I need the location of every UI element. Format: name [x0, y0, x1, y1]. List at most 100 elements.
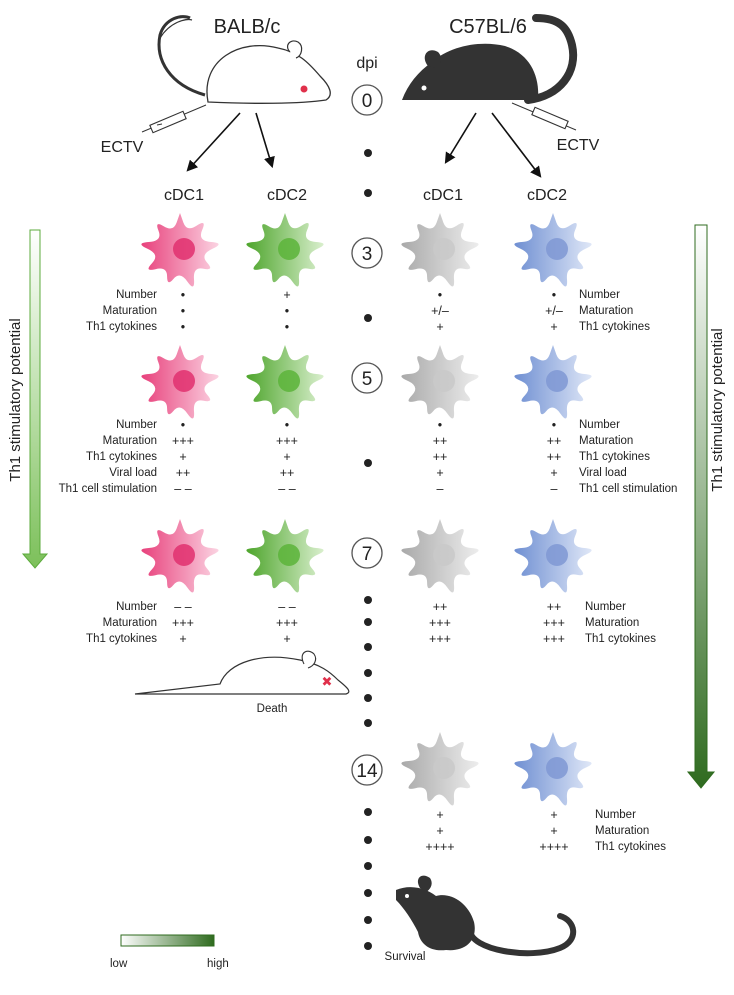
legend-high-label: high — [207, 958, 229, 970]
right-row-label: Number — [585, 601, 626, 613]
value-balb-c2: +++ — [276, 434, 298, 448]
timeline-dot — [364, 618, 372, 626]
value-c57-c1: ++++ — [425, 840, 454, 854]
left-row-label: Viral load — [109, 467, 157, 479]
left-row-label: Th1 cell stimulation — [59, 483, 157, 495]
balbc-syringe — [141, 104, 207, 134]
left-row-label: Maturation — [103, 617, 157, 629]
left-row-label: Th1 cytokines — [86, 633, 157, 645]
timeline-dot — [364, 669, 372, 677]
value-c57-c2: • — [552, 288, 556, 302]
value-c57-c1: • — [438, 418, 442, 432]
right-row-label: Number — [595, 809, 636, 821]
left-side-label: Th1 stimulatory potential — [7, 318, 24, 481]
day-label-0: 0 — [362, 91, 373, 112]
right-side-label: Th1 stimulatory potential — [709, 328, 726, 491]
strain-title-c57bl6: C57BL/6 — [449, 16, 527, 38]
right-row-label: Th1 cell stimulation — [579, 483, 677, 495]
arrow-c57-cdc1 — [444, 112, 477, 164]
value-c57-c2: + — [550, 824, 557, 838]
value-balb-c1: • — [181, 320, 185, 334]
value-c57-c1: – — [437, 482, 444, 496]
value-balb-c2: – – — [278, 600, 295, 614]
value-c57-c2: + — [550, 808, 557, 822]
value-c57-c2: + — [550, 466, 557, 480]
ectv-label-left: ECTV — [101, 139, 144, 156]
left-th1-potential-arrow — [21, 229, 49, 569]
survival-mouse-illustration — [396, 875, 577, 957]
left-row-label: Number — [116, 289, 157, 301]
header-balbc-cdc1: cDC1 — [164, 187, 204, 204]
value-c57-c1: + — [436, 824, 443, 838]
value-c57-c1: + — [436, 466, 443, 480]
timeline-dot — [364, 314, 372, 322]
value-balb-c1: • — [181, 304, 185, 318]
value-balb-c2: • — [285, 418, 289, 432]
balbc-cdc2-cell — [246, 345, 324, 419]
day-label-14: 14 — [356, 761, 378, 782]
timeline-dot — [364, 862, 372, 870]
dpi-label: dpi — [356, 55, 377, 72]
right-row-label: Maturation — [585, 617, 639, 629]
timeline-dot — [364, 149, 372, 157]
c57-cdc1-cell — [401, 345, 479, 419]
value-balb-c2: – – — [278, 482, 295, 496]
timeline-dot — [364, 808, 372, 816]
value-balb-c1: +++ — [172, 434, 194, 448]
value-balb-c2: ++ — [280, 466, 295, 480]
gradient-legend — [120, 934, 215, 947]
value-c57-c2: +/– — [545, 304, 563, 318]
value-balb-c2: + — [283, 450, 290, 464]
day-label-7: 7 — [362, 544, 373, 565]
left-row-label: Th1 cytokines — [86, 321, 157, 333]
value-balb-c2: + — [283, 632, 290, 646]
right-row-label: Number — [579, 419, 620, 431]
right-th1-potential-arrow — [686, 224, 716, 789]
value-balb-c2: • — [285, 320, 289, 334]
left-row-label: Th1 cytokines — [86, 451, 157, 463]
value-balb-c1: + — [179, 450, 186, 464]
svg-text:✖: ✖ — [322, 674, 333, 689]
value-balb-c2: +++ — [276, 616, 298, 630]
value-c57-c1: + — [436, 320, 443, 334]
timeline-dot — [364, 942, 372, 950]
timeline-dot — [364, 719, 372, 727]
c57-cdc2-cell — [514, 519, 592, 593]
c57-cdc1-cell — [401, 213, 479, 287]
balbc-cdc2-cell — [246, 213, 324, 287]
value-balb-c1: – – — [174, 600, 191, 614]
value-c57-c2: • — [552, 418, 556, 432]
c57-cdc2-cell — [514, 213, 592, 287]
dendritic-cells — [141, 213, 592, 806]
value-c57-c1: +/– — [431, 304, 449, 318]
value-balb-c1: + — [179, 632, 186, 646]
timeline-dot — [364, 643, 372, 651]
value-balb-c1: – – — [174, 482, 191, 496]
day-marker-3: 3 — [351, 237, 383, 269]
value-c57-c1: + — [436, 808, 443, 822]
timeline: 0 3 5 7 14 — [351, 84, 383, 950]
left-row-label: Number — [116, 419, 157, 431]
left-row-label: Maturation — [103, 305, 157, 317]
value-c57-c1: ++ — [433, 600, 448, 614]
balbc-mouse-illustration — [157, 15, 331, 104]
timeline-dot — [364, 189, 372, 197]
timeline-dot — [364, 889, 372, 897]
header-c57-cdc1: cDC1 — [423, 187, 463, 204]
legend-low-label: low — [110, 958, 128, 970]
timeline-dot — [364, 596, 372, 604]
day-label-3: 3 — [362, 244, 373, 265]
day-marker-14: 14 — [351, 754, 383, 786]
left-row-label: Maturation — [103, 435, 157, 447]
c57bl6-mouse-illustration — [402, 14, 578, 104]
ectv-label-right: ECTV — [557, 137, 600, 154]
value-balb-c2: • — [285, 304, 289, 318]
arrow-c57-cdc2 — [491, 112, 542, 178]
right-row-label: Maturation — [595, 825, 649, 837]
value-c57-c1: +++ — [429, 632, 451, 646]
day-label-5: 5 — [362, 369, 373, 390]
dead-mouse-illustration: ✖ — [134, 650, 350, 695]
value-balb-c1: • — [181, 418, 185, 432]
timeline-dot — [364, 459, 372, 467]
